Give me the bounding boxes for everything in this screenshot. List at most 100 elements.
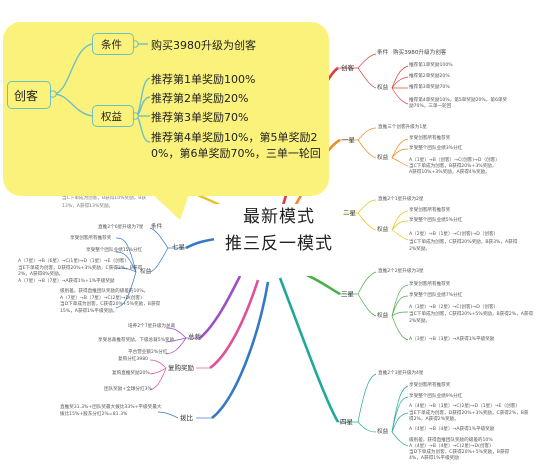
branch-qixing-label: 七星: [172, 243, 185, 251]
qixing-right-2: 享受整个团队业绩15%分红: [86, 248, 143, 253]
chuangke-right-2: 推荐第2单奖励20%: [409, 74, 450, 79]
branch-bobi-label: 拨比: [180, 414, 193, 422]
fugou-item-2: 复购直推奖励20%: [112, 371, 150, 376]
branch-sanxing-label: 三星: [341, 290, 354, 298]
branch-fugou-label: 复购奖励: [168, 364, 194, 372]
sanxing-right-5: 2%奖励。: [409, 319, 431, 324]
fugou-item-1: 复购分红3980: [118, 357, 149, 362]
callout-right-4: 推荐第4单奖励10%，第5单奖励2: [151, 131, 318, 144]
erxing-sub-lines: [342, 199, 409, 241]
erxing-right-3: A（2星）→B（1星）→C(创客)→D（创客）: [409, 232, 499, 237]
sixing-right-5: 得2%，A获得2%奖励。: [409, 417, 459, 422]
chuangke-rights-label: 权益: [377, 85, 389, 91]
yixing-condition: 直推三个创客升级为1星: [378, 125, 427, 130]
callout-condition-node: 条件: [92, 33, 134, 55]
callout-condition-label: 条件: [101, 39, 122, 51]
yixing-right-5: A获得10%+3%奖励，A获得4%奖励。: [409, 170, 490, 175]
erxing-right-2: 享受整个团队业绩5%分红: [409, 218, 463, 223]
qixing-condition-label: 条件: [151, 224, 163, 230]
callout-condition-text: 购买3980升级为创客: [151, 39, 256, 52]
sanxing-right-6: A（3星）→B（3星）→A获得1%平级奖励: [409, 337, 495, 342]
sixing-right-4: 当E下单成为创客，D获得20%+3%奖励，C获得2%，B获: [409, 411, 529, 416]
yixing-sub-lines: [340, 127, 409, 167]
sanxing-sub-lines: [340, 271, 409, 341]
chuangke-condition-label: 条件: [377, 50, 389, 56]
sixing-right-8: A（4星）→B（4星）→C(2星)→D(创客): [409, 444, 491, 449]
zongcai-item-3: 平台营业额2%分红: [128, 350, 168, 355]
central-title-line-2: 推三反一模式: [225, 234, 333, 254]
qixing-rights-label: 权益: [140, 269, 152, 275]
qixing-right-1: 享受创客所有推荐奖: [70, 236, 112, 241]
fugou-item-3: 团队奖励+全球分红3%: [104, 387, 152, 392]
sanxing-rights-label: 权益: [377, 313, 389, 319]
branch-erxing-label: 二星: [343, 209, 356, 217]
callout-root-node: 创客: [7, 81, 51, 109]
sixing-rights-label: 权益: [377, 429, 389, 435]
chuangke-right-5: 励70%，三单一轮回: [409, 104, 452, 109]
sixing-right-10: 4%，A获得1%平级奖励: [409, 456, 459, 461]
qixing-sub-lines: [115, 227, 186, 309]
sanxing-right-4: 当C下单成为创客，C获得20%+5%奖励，B获得2%，A获得: [409, 312, 534, 317]
branch-line-sixing: [278, 277, 340, 423]
branch-zongcai-label: 总裁: [188, 333, 201, 341]
sixing-right-1: 享受创客所有推荐奖: [409, 383, 451, 388]
callout-rights-node: 权益: [92, 105, 134, 127]
branch-yixing-label: 一星: [342, 136, 355, 144]
callout-tail: [150, 192, 190, 220]
zongcai-item-2: 享受总裁推荐奖励，下级总裁5%奖励: [98, 338, 175, 343]
sixing-right-3: A（4星）→B（3星）→C(2星)→D（1星）→E（创客）: [409, 404, 520, 409]
erxing-right-4: 当C下单成为创客，C获得20%奖励，B获3%，A获得: [409, 240, 518, 245]
qixing-right-6: A（7星）→B（7星）→A获得1%+1%平级奖励: [18, 279, 115, 284]
sanxing-condition: 直推2个2星升级为3星: [378, 269, 424, 274]
callout-connectors: [49, 40, 151, 143]
sixing-condition: 直推2个3星升级为4星: [378, 371, 424, 376]
branch-sixing-label: 四星: [340, 418, 353, 426]
qixing-condition: 直推2个6星升级为7星: [98, 225, 144, 230]
sanxing-right-3: A（3星）→B（2星）→C(创客)→D（创客）: [409, 305, 499, 310]
callout-bubble: [3, 22, 329, 196]
callout-right-1: 推荐第1单奖励100%: [151, 73, 256, 86]
branch-line-fugou: [209, 279, 260, 370]
qixing-right-5: 2%，A获得8%奖励。: [18, 272, 64, 277]
bobi-item-2: 拨比15%+股东分红2%=81.3%: [60, 412, 128, 417]
qixing-extra-3: 当D下单成为创客，C获得20%+5%奖励，B获得: [60, 302, 161, 307]
qixing-extra-2: A（7星）→B（7星）→C(2星)→D(创客): [60, 296, 142, 301]
yixing-right-1: 享受创客所有推荐奖: [409, 136, 451, 141]
zongcai-sub-lines: [165, 327, 200, 355]
yixing-rights-label: 权益: [377, 155, 389, 161]
central-topic: 最新模式 推三反一模式: [214, 204, 344, 276]
chuangke-sub-lines: [338, 53, 409, 105]
qixing-extra-1: 级别差，获得直推团队奖励的级差的10%。: [60, 289, 149, 294]
bobi-sub-lines: [157, 411, 212, 419]
chuangke-right-3: 推荐第3单奖励70%: [409, 85, 450, 90]
erxing-condition: 直推2个1星升级为2星: [378, 197, 424, 202]
yixing-right-3: A（1星）→B（创客）→C(创客)→D（创客）: [409, 158, 500, 163]
callout-root-label: 创客: [14, 89, 39, 103]
branch-chuangke-label: 创客: [341, 64, 354, 72]
bobi-item-1: 直推奖31.3%+团队奖最大拨比33%+平级奖最大: [60, 405, 162, 410]
fugou-sub-lines: [149, 359, 210, 391]
central-title-line-1: 最新模式: [243, 207, 315, 227]
yixing-right-4: 当C下单成为创客，B获得20%+3%奖励，: [409, 164, 497, 169]
sanxing-right-2: 享受整个团队业绩7%分红: [409, 293, 463, 298]
callout-right-3: 推荐第3单奖励70%: [151, 111, 249, 124]
sixing-right-9: 当D下单成为创客，C获得20%+5%奖励，B获得: [409, 450, 510, 455]
erxing-right-5: 2%奖励。: [409, 247, 431, 252]
faded-line-3: 13%，A获得13%奖励。: [62, 204, 114, 209]
callout-right-2: 推荐第2单奖励20%: [151, 92, 249, 105]
qixing-right-3: A（7星）→B（6星）→C(1星)→D（1星）→E（创客）: [18, 259, 129, 264]
sixing-right-2: 享受整个团队业绩9%分红: [409, 394, 463, 399]
sanxing-right-1: 享受创客所有推荐奖: [409, 282, 451, 287]
callout-right-5: 0%，第6单奖励70%，三单一轮回: [151, 147, 321, 160]
sixing-sub-lines: [338, 373, 409, 447]
sixing-right-6: A（4星）→B（4星）→A获得1%平级奖励: [409, 427, 495, 432]
zongcai-item-1: 培养2个7星升级为总裁: [128, 324, 176, 329]
branch-line-zongcai: [199, 275, 242, 339]
chuangke-condition-text: 购买3980升级为创客: [393, 50, 447, 56]
branch-line-bobi: [211, 281, 270, 420]
erxing-rights-label: 权益: [377, 227, 389, 233]
callout-rights-label: 权益: [101, 111, 122, 123]
erxing-right-1: 享受创客所有推荐奖: [409, 208, 451, 213]
chuangke-right-4: 推荐第4单奖励10%，第5单奖励20%，第6单奖: [409, 98, 508, 103]
faded-line-2: 当C下单成为创客，B获得10%奖励，B获: [62, 196, 147, 201]
